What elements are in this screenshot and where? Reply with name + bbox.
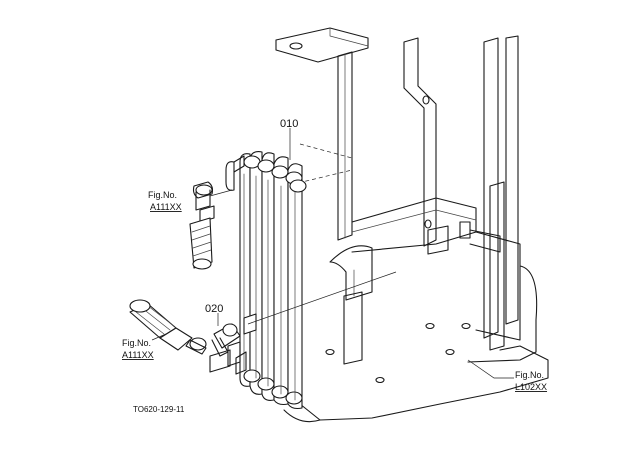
- ref-right-line2: L102XX: [515, 382, 547, 392]
- oil-cooler: [225, 151, 307, 410]
- frame-assembly: [239, 27, 549, 423]
- ref-top-line2: A111XX: [150, 202, 182, 212]
- part-number-010: 010: [280, 118, 298, 130]
- callout-lines: [151, 128, 514, 379]
- ref-left-line2: A111XX: [122, 350, 154, 360]
- ref-right-line1: Fig.No.: [515, 370, 544, 380]
- part-number-020: 020: [205, 303, 223, 315]
- upper-hose-assembly: [189, 181, 233, 270]
- ref-left-line1: Fig.No.: [122, 338, 151, 348]
- lower-hose-assembly: [129, 299, 241, 373]
- ref-top-line1: Fig.No.: [148, 190, 177, 200]
- drawing-code: TO620-129-11: [133, 405, 185, 414]
